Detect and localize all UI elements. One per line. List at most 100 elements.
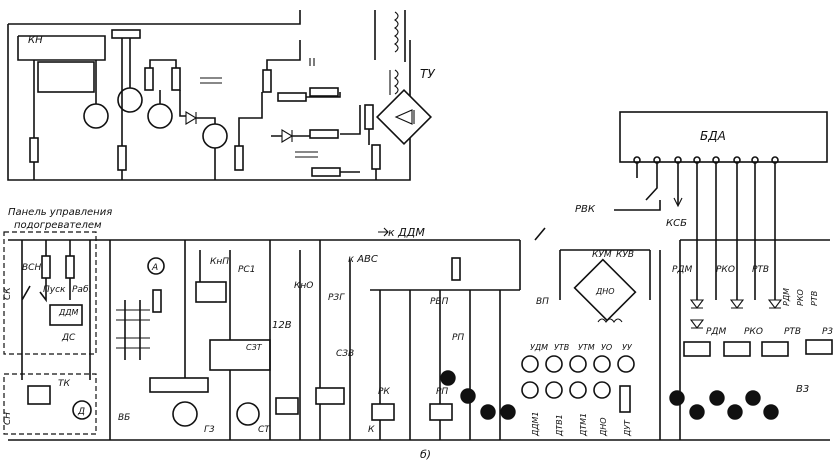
- label-szt: СЗТ: [246, 343, 263, 352]
- bda-box: [619, 111, 828, 163]
- diode-d1: [185, 111, 198, 125]
- generator-g3: [172, 401, 198, 427]
- ammeter: [147, 257, 165, 275]
- label-d: Д: [77, 407, 85, 417]
- rtv-coil: [761, 341, 789, 357]
- label-ddm: ДДМ: [58, 308, 79, 317]
- top-signal-wires: [33, 38, 377, 180]
- transistor-1: [83, 103, 109, 129]
- ddm-ds-block: [49, 304, 83, 326]
- rko-coil: [723, 341, 751, 357]
- starter-st: [236, 402, 260, 426]
- label-rzg: РЗГ: [328, 293, 345, 303]
- resistor-r2: [144, 67, 154, 91]
- label-uu: УУ: [622, 343, 633, 352]
- label-sn: СН: [3, 412, 13, 425]
- rzg-wires: [319, 240, 351, 440]
- label-a: А: [151, 263, 158, 273]
- label-rdm2: РДМ: [706, 327, 726, 337]
- rp-coil: [429, 403, 453, 421]
- bda-output-wires: [614, 163, 776, 300]
- capacitor-c3: [295, 151, 318, 158]
- resistor-r9: [309, 87, 339, 97]
- label-12v: 12В: [272, 320, 292, 331]
- signal-lamp: [480, 404, 496, 420]
- panel-wires: [21, 240, 91, 380]
- label-vsn: ВСН: [22, 263, 41, 273]
- resistor-r1: [111, 29, 141, 39]
- rs1-coil: [195, 281, 227, 303]
- relay-diodes: [689, 299, 783, 329]
- bda-title: БДА: [700, 129, 726, 143]
- signal-lamp: [500, 404, 516, 420]
- r3-coil: [805, 339, 833, 355]
- relay-bus-wires: [659, 239, 830, 440]
- gauge-uo: [593, 355, 611, 373]
- top-frame-wire: [7, 24, 411, 181]
- label-uo: УО: [601, 343, 612, 352]
- label-v3: В3: [796, 384, 809, 395]
- resistor-r4: [29, 137, 39, 163]
- gauge-utv: [545, 355, 563, 373]
- label-rko3: РКО: [796, 289, 805, 306]
- capacitor-c1: [200, 77, 222, 84]
- label-rs1: РС1: [238, 265, 255, 275]
- transistor-3: [147, 103, 173, 129]
- top-schematic: ТУ КН: [7, 10, 435, 181]
- label-dno2: ДНО: [599, 417, 608, 437]
- diode-bridge: [375, 88, 433, 146]
- tk-element: [27, 385, 51, 405]
- rdm-coil: [683, 341, 711, 357]
- capacitor-c2: [309, 58, 315, 66]
- label-rdm3: РДМ: [782, 288, 791, 306]
- panel-title-line2: подогревателем: [14, 220, 102, 231]
- label-dtv1: ДТВ1: [555, 414, 564, 437]
- signal-lamp: [440, 370, 456, 386]
- dut-resistor: [619, 385, 631, 413]
- label-ddm1: ДДМ1: [531, 412, 540, 438]
- label-rtv: РТВ: [752, 265, 769, 275]
- label-to-ddm: к ДДМ: [388, 226, 425, 239]
- label-kuv: КУВ: [616, 250, 634, 260]
- shunt-resistor: [152, 289, 162, 313]
- label-rtv3: РТВ: [810, 291, 819, 306]
- signal-lamp: [669, 390, 685, 406]
- panel-title-line1: Панель управления: [8, 207, 112, 218]
- label-rko2: РКО: [744, 327, 763, 337]
- resistor-r8: [277, 92, 307, 102]
- resistor-r3: [171, 67, 181, 91]
- kn-module: [37, 61, 95, 93]
- label-rab: Раб.: [72, 285, 91, 295]
- signal-lamps-left: [440, 370, 516, 420]
- label-rvk: РВК: [575, 204, 596, 215]
- transformer-core: [389, 70, 411, 95]
- rk-coil: [371, 403, 395, 421]
- label-knp: КнП: [210, 257, 229, 267]
- label-dut: ДУТ: [623, 419, 632, 437]
- diode-d2: [281, 129, 294, 143]
- control-panel: Панель управления подогревателем ВСН Пус…: [3, 207, 830, 441]
- resistor-rab: [65, 255, 75, 279]
- label-ksb: КСБ: [666, 218, 687, 229]
- label-rp: РП: [452, 333, 464, 343]
- panel-boundary: [3, 231, 97, 355]
- gauge-lamps: [521, 355, 635, 399]
- resistor-r6: [234, 145, 244, 171]
- label-rk: РК: [378, 387, 390, 397]
- to-ddm-arrow: [378, 227, 389, 237]
- gauge-utm: [569, 355, 587, 373]
- label-vp: ВП: [536, 297, 549, 307]
- signal-lamps-right: [669, 390, 779, 420]
- battery-wires: [109, 240, 141, 440]
- label-tu: ТУ: [420, 67, 435, 81]
- szv-coil: [315, 387, 345, 405]
- sn-tk-boundary: [3, 373, 97, 435]
- gauge-lamp: [521, 381, 539, 399]
- gauge-udm: [521, 355, 539, 373]
- label-rko: РКО: [716, 265, 735, 275]
- transistor-4: [202, 123, 228, 149]
- top-feed-wires: [374, 10, 406, 62]
- kn-block: [17, 35, 106, 61]
